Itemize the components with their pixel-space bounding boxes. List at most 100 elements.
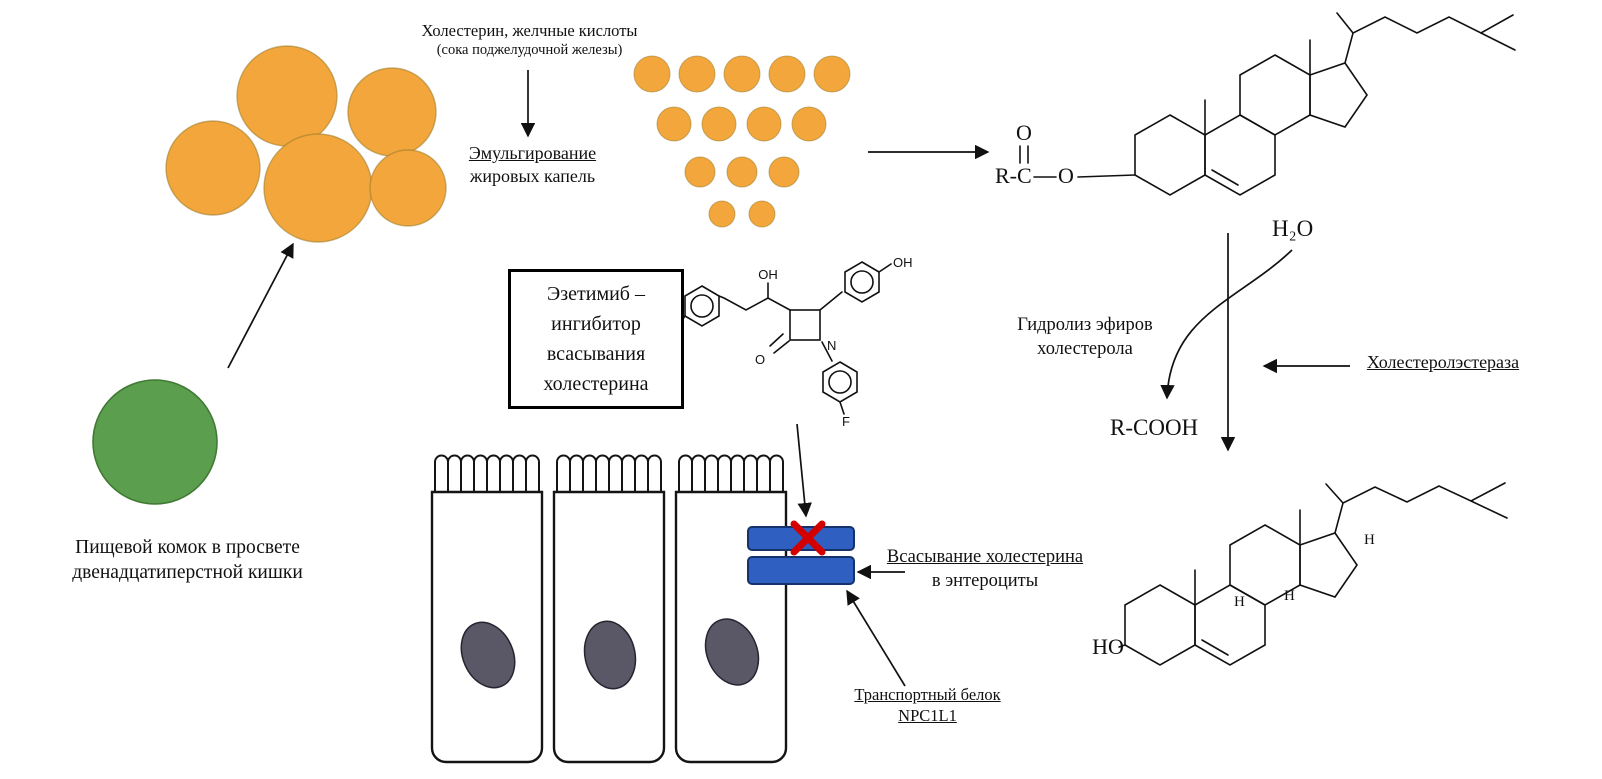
transporter-bar (747, 556, 855, 585)
small-droplet (684, 156, 716, 188)
small-droplet (768, 156, 800, 188)
emulsified-droplets-cluster (633, 55, 851, 228)
ezetimibe-line1: Эзетимиб – (547, 283, 645, 305)
arrow-water-to-fatty-acid (1160, 249, 1293, 400)
steroid-ring-d (1309, 62, 1368, 128)
side-chain (1334, 482, 1506, 534)
small-droplet (791, 106, 827, 142)
ezetimibe-oh-label: OH (893, 255, 913, 270)
steroid-ring-d (1299, 532, 1358, 598)
aromatic-circle (850, 270, 874, 294)
small-droplet (813, 55, 851, 93)
small-droplet (746, 106, 782, 142)
ezetimibe-line2: ингибитор (551, 313, 641, 335)
ezetimibe-f-label: F (842, 414, 850, 429)
npc1l1-label: Транспортный белок NPC1L1 (840, 684, 1015, 726)
fat-droplet (263, 133, 373, 243)
arrows (227, 70, 1350, 687)
bond (878, 263, 892, 273)
ezetimibe-oh-label: OH (758, 267, 778, 282)
steroid-ring-c (1239, 54, 1311, 136)
cholesterol-ester-structure: R-C O O (995, 12, 1516, 196)
aromatic-circle (828, 370, 852, 394)
microvilli-brush-border (434, 454, 540, 492)
azetidinone-ring (789, 309, 821, 341)
steroid-ring-a (1134, 114, 1206, 196)
hydrolysis-label: Гидролиз эфиров холестерола (995, 314, 1175, 361)
small-droplet (723, 55, 761, 93)
cholesterol-structure: HO H H H (1092, 482, 1508, 666)
steroid-ring-b (1204, 114, 1276, 196)
ester-o-label: O (1058, 163, 1074, 188)
fat-droplet (347, 67, 437, 157)
npc1l1-line1: Транспортный белок (854, 685, 1001, 704)
fat-droplet (236, 45, 338, 147)
double-bond (1211, 169, 1239, 186)
bond (1077, 174, 1136, 178)
stereo-h-label: H (1364, 532, 1375, 548)
fat-droplet (369, 149, 447, 227)
npc1l1-transporter (747, 520, 855, 585)
ester-r-c-label: R-C (995, 163, 1032, 188)
water-label: H₂O (1272, 216, 1314, 241)
small-droplet (726, 156, 758, 188)
bond (1118, 644, 1126, 648)
carbonyl-bond (773, 340, 790, 354)
small-droplet (656, 106, 692, 142)
fat-droplet (165, 120, 261, 216)
cholesterol-esterase-label: Холестеролэстераза (1366, 352, 1520, 372)
microvilli-brush-border (556, 454, 662, 492)
small-droplet (708, 200, 736, 228)
fatty-acid-label: R-COOH (1110, 415, 1199, 440)
food-bolus-label: Пищевой комок в просвете двенадцатиперст… (40, 536, 335, 586)
ester-carbonyl-o-label: O (1016, 120, 1032, 145)
bile-acids-line1: Холестерин, желчные кислоты (421, 21, 638, 40)
emulsification-line1: Эмульгирование (468, 143, 597, 163)
cell-nucleus (704, 618, 760, 686)
side-chain-branch (1480, 32, 1516, 51)
enterocytes (430, 454, 788, 764)
ezetimibe-n-label: N (827, 338, 836, 353)
emulsification-label: Эмульгирование жировых капель (445, 142, 620, 188)
steroid-ring-a (1124, 584, 1196, 666)
small-droplet (748, 200, 776, 228)
bile-acids-label: Холестерин, желчные кислоты (сока поджел… (392, 20, 667, 60)
stereo-h-label: H (1234, 594, 1245, 610)
npc1l1-line2: NPC1L1 (898, 706, 957, 726)
food-bolus-line2: двенадцатиперстной кишки (72, 561, 303, 583)
small-droplet (678, 55, 716, 93)
ezetimibe-o-label: O (755, 352, 765, 367)
absorption-line2: в энтероциты (931, 570, 1039, 591)
arrow-bolus-to-droplets (227, 242, 294, 369)
arrow-npc1l1-to-transporter (846, 589, 906, 687)
fluorophenyl-ring (822, 361, 858, 403)
bond (821, 341, 833, 362)
ezetimibe-line3: всасывания (546, 343, 646, 365)
hydrolysis-line1: Гидролиз эфиров (1017, 315, 1153, 335)
emulsification-line2: жировых капель (469, 166, 596, 187)
cell-nucleus (460, 621, 516, 689)
hydrolysis-line2: холестерола (1037, 338, 1133, 359)
fluorophenyl-ring (684, 285, 720, 327)
blocked-cross-icon (790, 520, 826, 556)
double-bond (1201, 639, 1229, 656)
bile-acids-line2: (сока поджелудочной железы) (436, 42, 623, 59)
arrow-ezetimibe-to-transporter (796, 423, 812, 518)
food-bolus-circle (92, 379, 218, 505)
bond (819, 291, 843, 311)
bond (839, 401, 845, 415)
steroid-ring-b (1194, 584, 1266, 666)
cross-stroke (790, 520, 826, 556)
small-droplet (768, 55, 806, 93)
aromatic-circle (690, 294, 714, 318)
absorption-label: Всасывание холестерина в энтероциты (860, 546, 1110, 593)
carbonyl-bond (769, 333, 784, 347)
microvilli-brush-border (678, 454, 784, 492)
food-bolus-line1: Пищевой комок в просвете (75, 537, 300, 558)
fat-droplets-cluster (165, 45, 447, 243)
side-chain (1344, 14, 1514, 64)
stereo-h-label: H (1284, 588, 1295, 604)
chain (718, 295, 791, 311)
